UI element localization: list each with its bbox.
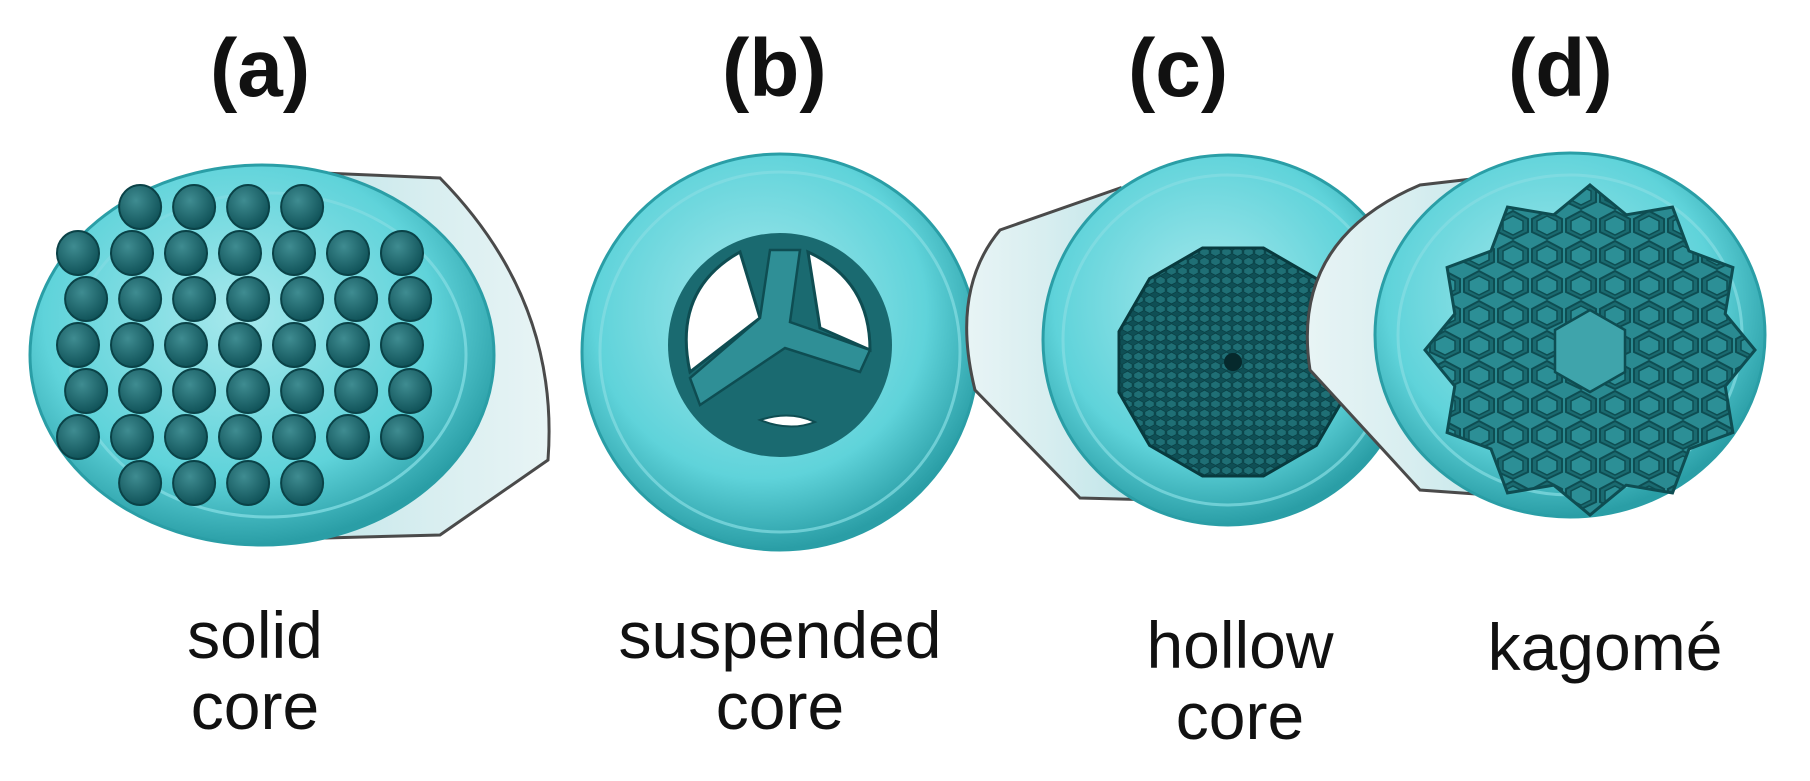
air-hole bbox=[380, 230, 424, 276]
air-hole bbox=[280, 184, 325, 230]
air-hole bbox=[164, 414, 208, 460]
air-hole bbox=[64, 368, 109, 414]
air-hole bbox=[334, 368, 379, 414]
air-hole bbox=[226, 184, 271, 230]
suspended-core-void-bottom bbox=[757, 414, 818, 428]
caption-c-line2: core bbox=[1175, 679, 1305, 754]
air-hole bbox=[226, 276, 271, 322]
caption-b-line1: suspended bbox=[618, 598, 942, 672]
hollow-core-fiber bbox=[965, 153, 1415, 527]
air-hole bbox=[226, 368, 271, 414]
suspended-core-outer-ring bbox=[598, 170, 962, 534]
air-hole bbox=[172, 276, 217, 322]
air-hole bbox=[280, 368, 325, 414]
panel-label-b: (b) bbox=[722, 23, 827, 114]
air-hole bbox=[172, 368, 217, 414]
air-hole bbox=[56, 414, 100, 460]
suspended-core-fiber bbox=[580, 152, 980, 552]
air-hole bbox=[118, 276, 163, 322]
air-hole bbox=[218, 322, 262, 368]
air-hole bbox=[118, 460, 163, 506]
air-hole bbox=[172, 460, 217, 506]
caption-a-line1: solid bbox=[187, 598, 323, 672]
air-hole bbox=[326, 322, 370, 368]
air-hole bbox=[380, 322, 424, 368]
caption-c: hollow core bbox=[1120, 608, 1360, 754]
air-hole bbox=[110, 414, 154, 460]
air-hole bbox=[110, 322, 154, 368]
air-hole bbox=[118, 368, 163, 414]
air-hole bbox=[56, 322, 100, 368]
air-hole bbox=[326, 414, 370, 460]
air-hole bbox=[272, 230, 316, 276]
solid-core-air-holes bbox=[56, 184, 433, 506]
air-hole bbox=[110, 230, 154, 276]
caption-a-line2: core bbox=[190, 669, 320, 744]
air-hole bbox=[118, 184, 163, 230]
kagome-hollow-core bbox=[1553, 308, 1627, 394]
air-hole bbox=[272, 322, 316, 368]
air-hole bbox=[172, 184, 217, 230]
caption-c-line1: hollow bbox=[1146, 608, 1334, 682]
suspended-core-struts bbox=[688, 248, 872, 407]
caption-b-line2: core bbox=[715, 669, 845, 744]
air-hole bbox=[380, 414, 424, 460]
air-hole bbox=[388, 368, 433, 414]
panel-label-d: (d) bbox=[1508, 23, 1613, 114]
air-hole bbox=[164, 230, 208, 276]
air-hole bbox=[326, 230, 370, 276]
air-hole bbox=[388, 276, 433, 322]
solid-core-fiber bbox=[28, 163, 551, 547]
caption-d: kagomé bbox=[1460, 610, 1750, 684]
air-hole bbox=[334, 276, 379, 322]
air-hole bbox=[218, 414, 262, 460]
air-hole bbox=[272, 414, 316, 460]
caption-d-line1: kagomé bbox=[1487, 610, 1723, 684]
air-hole bbox=[280, 460, 325, 506]
caption-b: suspended core bbox=[570, 598, 990, 744]
air-hole bbox=[226, 460, 271, 506]
air-hole bbox=[164, 322, 208, 368]
air-hole bbox=[64, 276, 109, 322]
hollow-core-center-hole bbox=[1224, 353, 1242, 371]
panel-label-a: (a) bbox=[210, 23, 311, 114]
air-hole bbox=[280, 276, 325, 322]
kagome-fiber bbox=[1305, 151, 1767, 519]
suspended-core-void-left bbox=[684, 249, 762, 375]
panel-label-c: (c) bbox=[1128, 23, 1229, 114]
air-hole bbox=[218, 230, 262, 276]
caption-a: solid core bbox=[140, 598, 370, 744]
air-hole bbox=[56, 230, 100, 276]
